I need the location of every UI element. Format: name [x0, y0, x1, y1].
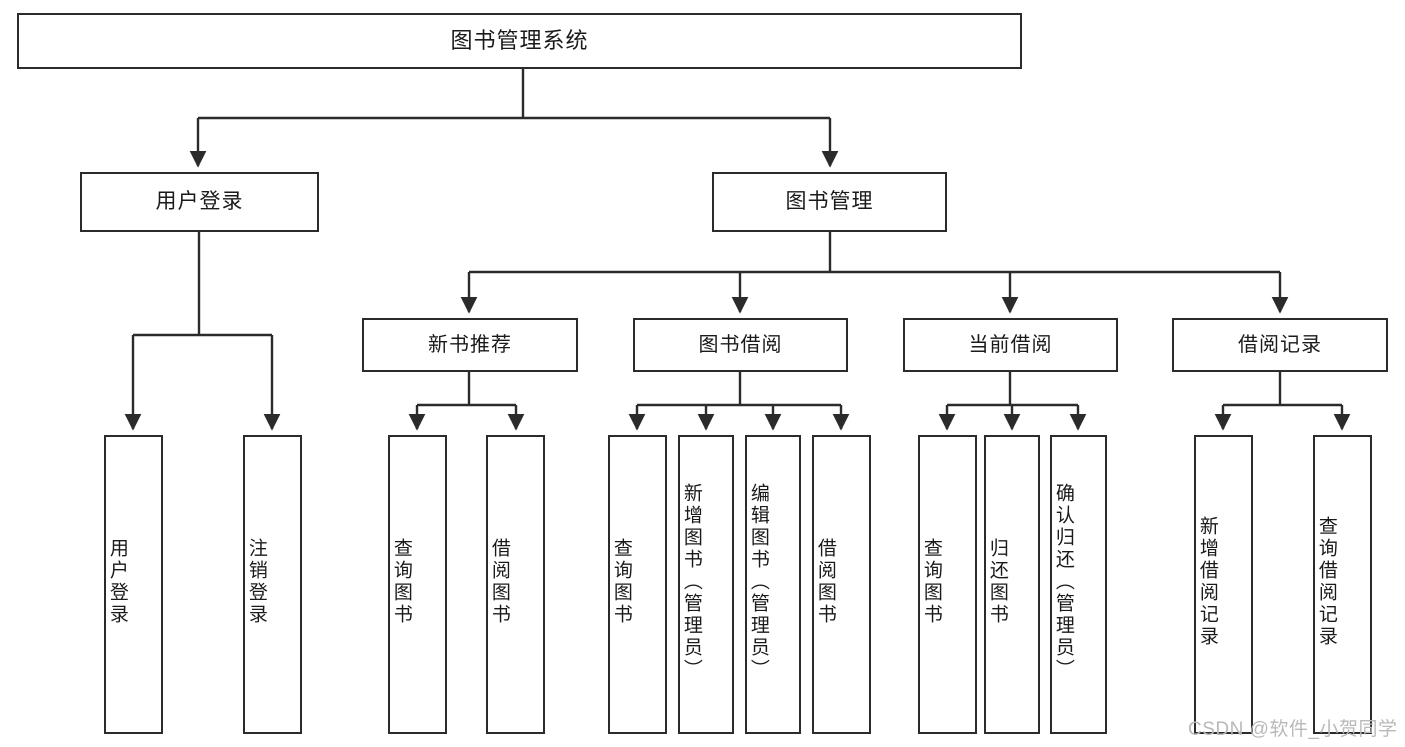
node-leaf-confirm-return-admin[interactable]: 确认归还（管理员）: [1050, 435, 1107, 734]
node-leaf-query-book-borrow[interactable]: 查询图书: [608, 435, 667, 734]
node-level3-book-borrow[interactable]: 图书借阅: [633, 318, 848, 372]
node-level3-borrow-record[interactable]: 借阅记录: [1172, 318, 1388, 372]
node-level2-user-login[interactable]: 用户登录: [80, 172, 319, 232]
node-leaf-return-book[interactable]: 归还图书: [984, 435, 1040, 734]
node-leaf-query-book-current[interactable]: 查询图书: [918, 435, 977, 734]
node-leaf-logout[interactable]: 注销登录: [243, 435, 302, 734]
node-leaf-add-book-admin[interactable]: 新增图书（管理员）: [678, 435, 734, 734]
node-level2-book-management[interactable]: 图书管理: [712, 172, 947, 232]
node-root[interactable]: 图书管理系统: [17, 13, 1022, 69]
node-leaf-borrow-book[interactable]: 借阅图书: [812, 435, 871, 734]
node-leaf-query-book-recommend[interactable]: 查询图书: [388, 435, 447, 734]
node-leaf-user-login[interactable]: 用户登录: [104, 435, 163, 734]
node-leaf-query-borrow-record[interactable]: 查询借阅记录: [1313, 435, 1372, 734]
node-leaf-edit-book-admin[interactable]: 编辑图书（管理员）: [745, 435, 801, 734]
node-level3-current-borrow[interactable]: 当前借阅: [903, 318, 1118, 372]
node-leaf-borrow-book-recommend[interactable]: 借阅图书: [486, 435, 545, 734]
node-leaf-add-borrow-record[interactable]: 新增借阅记录: [1194, 435, 1253, 734]
node-level3-new-book-recommend[interactable]: 新书推荐: [362, 318, 578, 372]
